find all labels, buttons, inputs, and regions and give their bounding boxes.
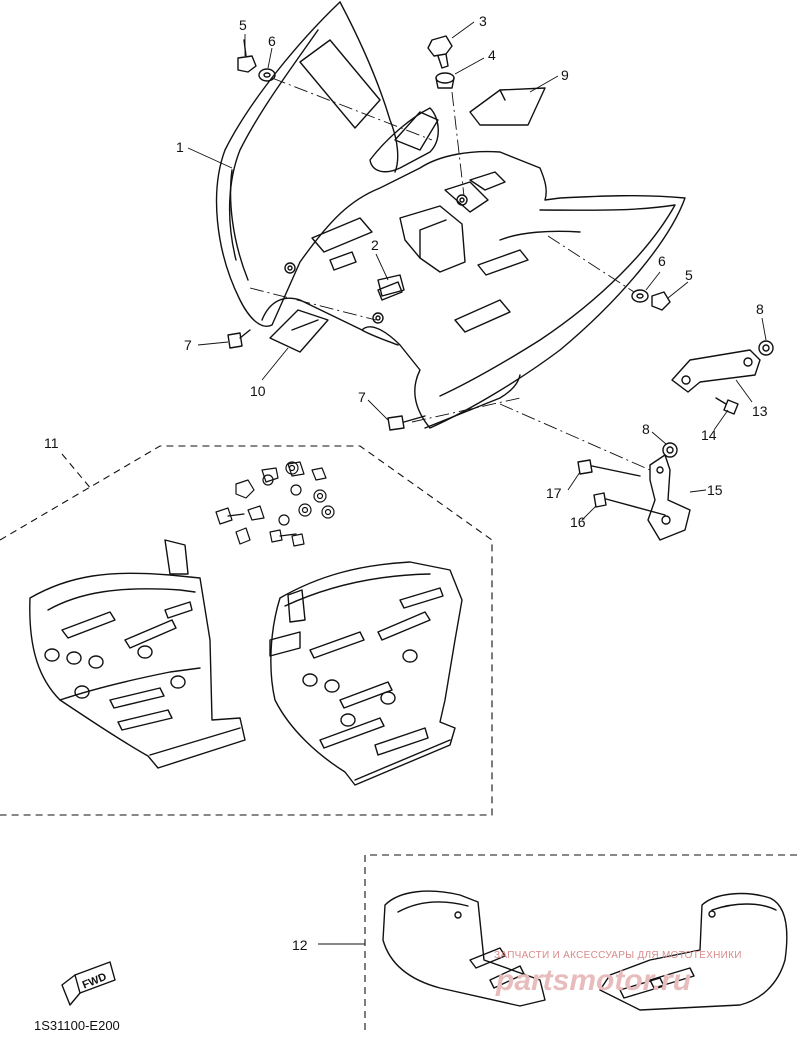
rear-fender <box>215 1 686 429</box>
callout-14: 14 <box>701 427 717 443</box>
flap-part-10 <box>269 309 329 353</box>
callout-4: 4 <box>488 47 496 63</box>
bolt-part-3 <box>427 35 453 69</box>
leader-line-2 <box>375 253 389 281</box>
leader-line-6b <box>645 271 661 291</box>
alignment-line-bracket <box>499 403 651 471</box>
callout-11: 11 <box>44 435 59 451</box>
leader-line-6a <box>267 47 273 69</box>
leader-line-10 <box>261 347 289 381</box>
alignment-line-lower <box>411 397 521 423</box>
alignment-line-mid <box>451 91 465 197</box>
fwd-label: FWD <box>81 971 109 992</box>
callout-17: 17 <box>546 485 562 501</box>
grommet-part-4 <box>435 72 455 89</box>
callout-7-bottom: 7 <box>358 389 366 405</box>
leader-line-8b <box>651 431 667 445</box>
callout-13: 13 <box>752 403 768 419</box>
washer-part-6-top <box>258 68 276 82</box>
callout-16: 16 <box>570 514 586 530</box>
alignment-line-upper <box>271 77 433 141</box>
group-outline-footrests <box>0 445 493 816</box>
plate-part-2 <box>377 274 405 297</box>
group-outline-mudguards <box>364 854 800 1030</box>
alignment-line-right <box>547 235 635 293</box>
leader-line-5b <box>667 281 689 299</box>
bolt-part-14 <box>715 397 739 415</box>
nut-part-8-top <box>758 340 774 356</box>
screw-part-7-bottom <box>387 415 426 431</box>
leader-line-15 <box>689 489 707 493</box>
callout-9: 9 <box>561 67 569 83</box>
bracket-part-15 <box>647 454 691 541</box>
flap-part-9 <box>469 87 546 126</box>
leader-line-3 <box>451 21 475 39</box>
leader-line-16 <box>581 505 597 521</box>
alignment-line-left <box>249 287 377 321</box>
callout-7-left: 7 <box>184 337 192 353</box>
leader-line-7b <box>367 399 389 421</box>
hardware-kit-part-11 <box>215 461 335 547</box>
leader-line-11 <box>61 453 93 491</box>
watermark-brand: partsmotor.ru <box>495 964 691 997</box>
callout-3: 3 <box>479 13 487 29</box>
callout-6-right: 6 <box>658 253 666 269</box>
mudguard-right <box>599 892 788 1011</box>
callout-15: 15 <box>707 482 723 498</box>
bolt-part-5-right <box>651 291 671 311</box>
watermark-tagline: ЗАПЧАСТИ И АКСЕССУАРЫ ДЛЯ МОТОТЕХНИКИ <box>494 950 742 961</box>
callout-6-top: 6 <box>268 33 276 49</box>
leader-line-1 <box>187 147 233 169</box>
washer-part-6-right <box>631 289 649 303</box>
callout-2: 2 <box>371 237 379 253</box>
callout-12: 12 <box>292 937 308 953</box>
screw-part-7-left <box>227 329 251 349</box>
callout-8-top: 8 <box>756 301 764 317</box>
leader-line-17 <box>567 471 581 491</box>
callout-5-right: 5 <box>685 267 693 283</box>
leader-line-9 <box>529 75 559 93</box>
leader-line-7a <box>197 341 229 346</box>
footrest-left <box>29 539 246 769</box>
leader-line-4 <box>454 57 485 75</box>
mudguard-left <box>382 890 546 1007</box>
callout-5-top: 5 <box>239 17 247 33</box>
nut-part-8-mid <box>662 442 678 458</box>
fender-bolt-top <box>456 194 468 206</box>
leader-line-8a <box>761 317 767 341</box>
fender-bolt-left <box>284 262 296 274</box>
callout-10: 10 <box>250 383 266 399</box>
leader-line-13 <box>735 379 753 403</box>
diagram-code: 1S31100-E200 <box>34 1018 120 1033</box>
bolt-part-5-top <box>237 39 257 73</box>
callout-8-mid: 8 <box>642 421 650 437</box>
bolt-part-16 <box>593 492 666 516</box>
leader-line-14 <box>713 409 729 431</box>
bolt-part-17 <box>577 459 641 477</box>
fender-bolt-center <box>372 312 384 324</box>
bracket-part-13 <box>671 349 761 393</box>
callout-1: 1 <box>176 139 184 155</box>
footrest-right <box>269 561 463 786</box>
fwd-arrow-icon <box>61 961 116 1006</box>
